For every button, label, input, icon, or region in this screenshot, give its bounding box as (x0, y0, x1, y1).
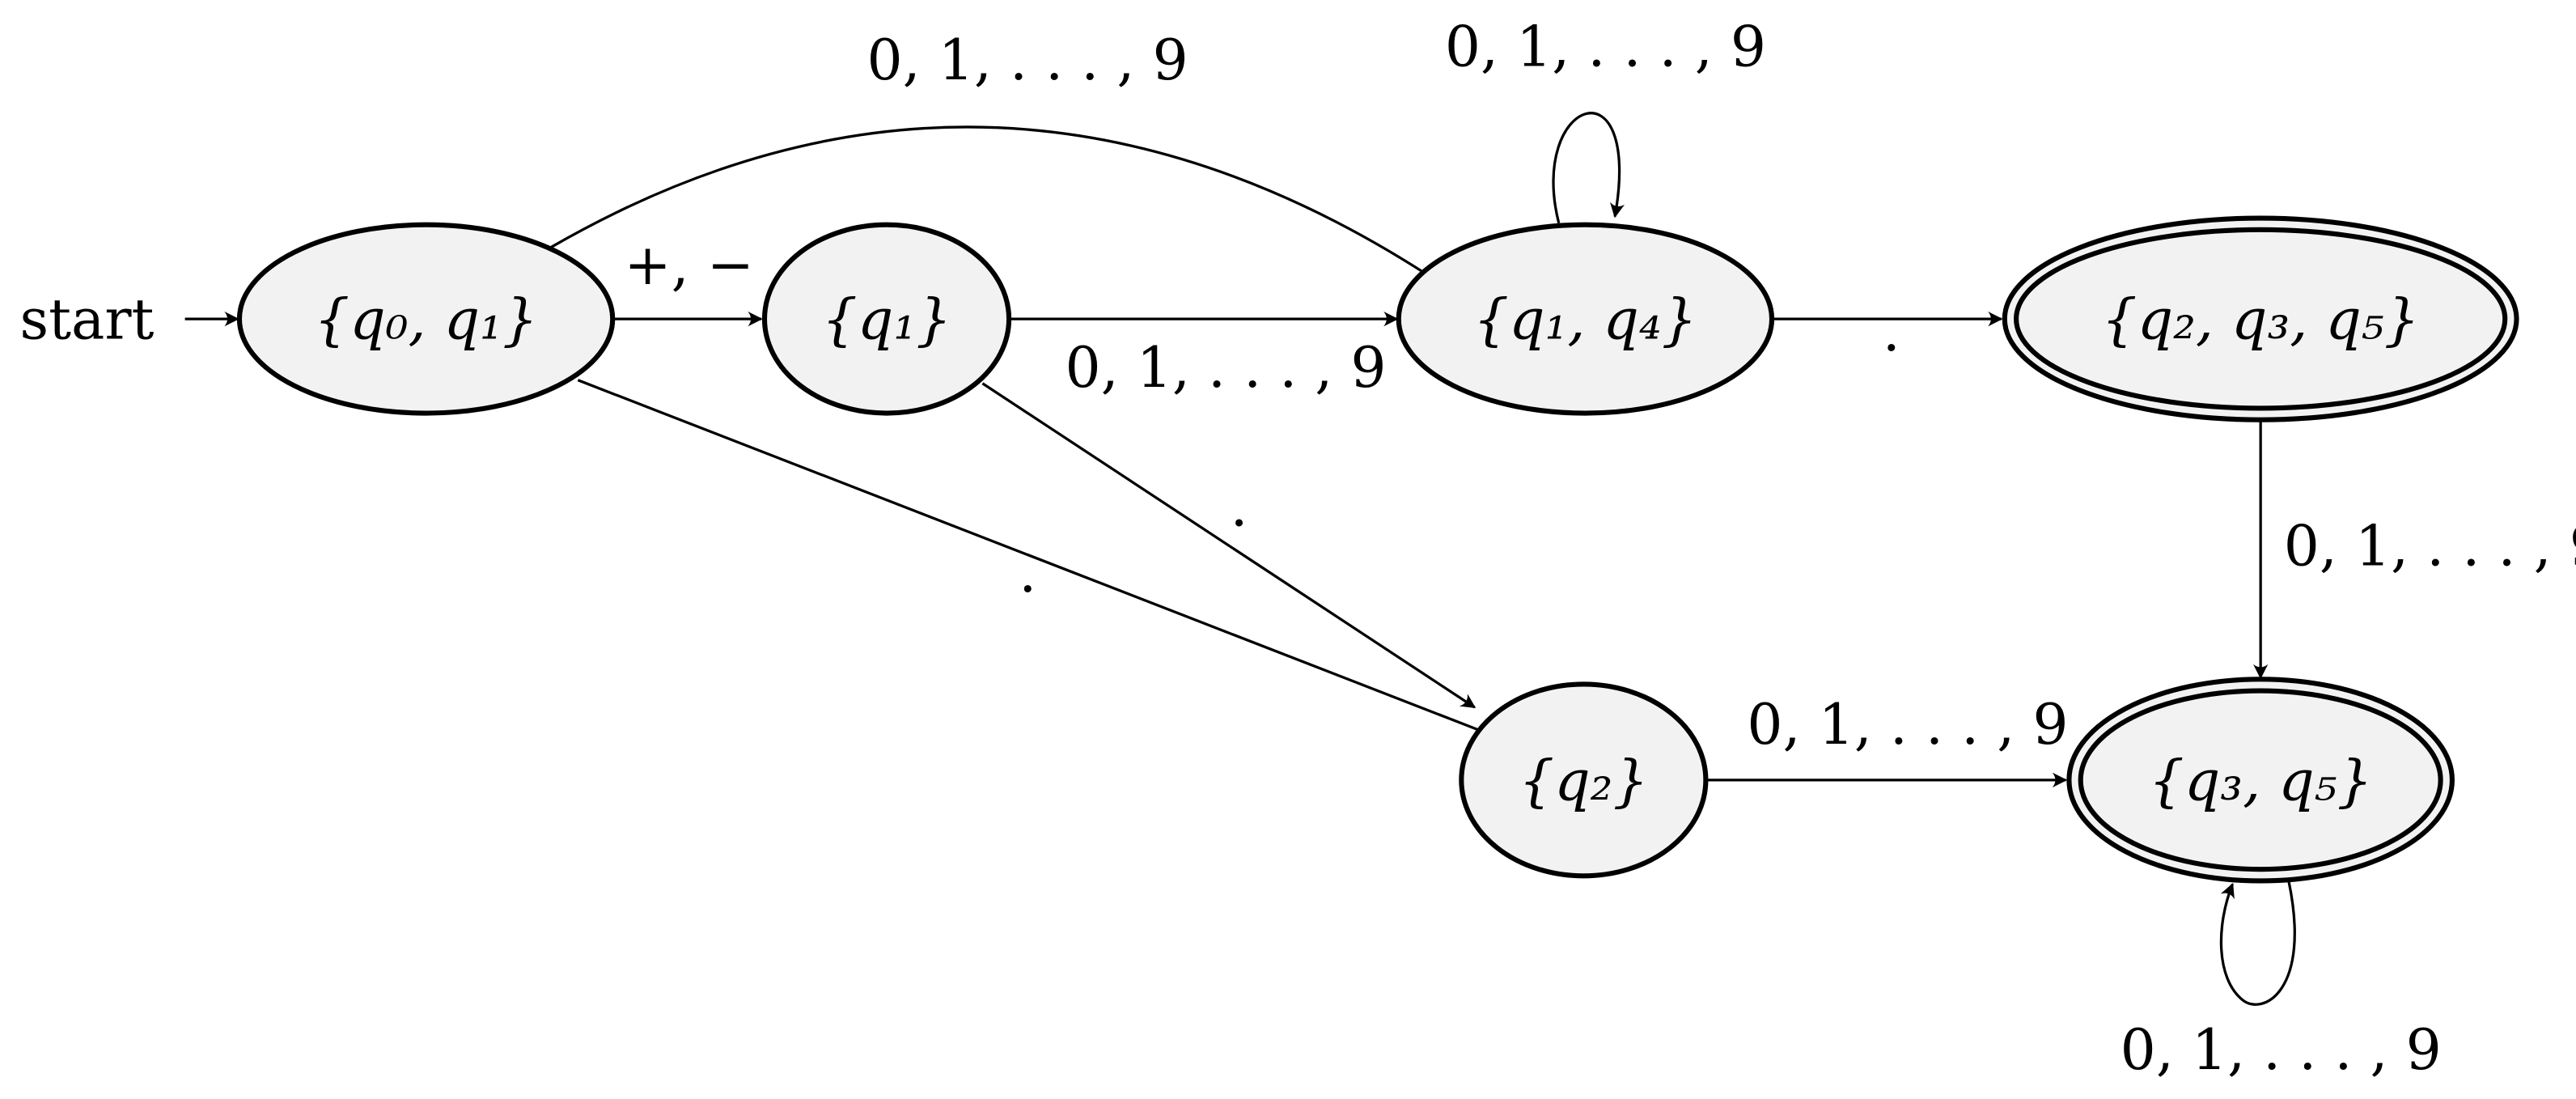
state-label: {q₂} (1519, 749, 1649, 813)
state-q1q4: {q₁, q₄} (1396, 222, 1775, 416)
state-label: {q₃, q₅} (2149, 749, 2373, 813)
edge-label-q2q3q5-q3q5: 0, 1, . . . , 9 (2284, 514, 2576, 579)
edge-label-q2-q3q5: 0, 1, . . . , 9 (1747, 693, 2068, 757)
edge-label-q1q4-loop: 0, 1, . . . , 9 (1445, 15, 1766, 80)
edge-q0q1-q2 (577, 379, 1494, 738)
edge-label-q1-q2: . (1231, 474, 1248, 539)
edge-label-q0q1-q1: +, − (625, 233, 754, 298)
edge-q1-q2 (981, 382, 1477, 709)
edge-q0q1-q1q4 (549, 125, 1463, 299)
state-q3q5-final: {q₃, q₅} (2066, 677, 2455, 884)
edge-q3q5-loop (2219, 880, 2296, 1006)
state-q2q3q5-final: {q₂, q₃, q₅} (2002, 215, 2519, 422)
edge-q1q4-loop (1552, 112, 1625, 224)
edge-label-q0q1-q2: . (1019, 541, 1036, 605)
state-label: {q₁} (822, 288, 952, 353)
state-q1: {q₁} (761, 222, 1012, 416)
state-label: {q₁, q₄} (1473, 288, 1697, 353)
state-q2: {q₂} (1459, 681, 1709, 879)
state-label: {q₂, q₃, q₅} (2102, 288, 2420, 353)
edge-label-q0q1-q1q4: 0, 1, . . . , 9 (867, 28, 1188, 93)
edge-label-q3q5-loop: 0, 1, . . . , 9 (2121, 1018, 2442, 1083)
edge-label-q1-q1q4: 0, 1, . . . , 9 (1065, 336, 1386, 401)
start-label: start (19, 288, 154, 353)
state-q0q1: {q₀, q₁} (236, 222, 616, 416)
edge-label-q1q4-q2q3q5: . (1883, 299, 1900, 364)
state-label: {q₀, q₁} (314, 288, 538, 353)
